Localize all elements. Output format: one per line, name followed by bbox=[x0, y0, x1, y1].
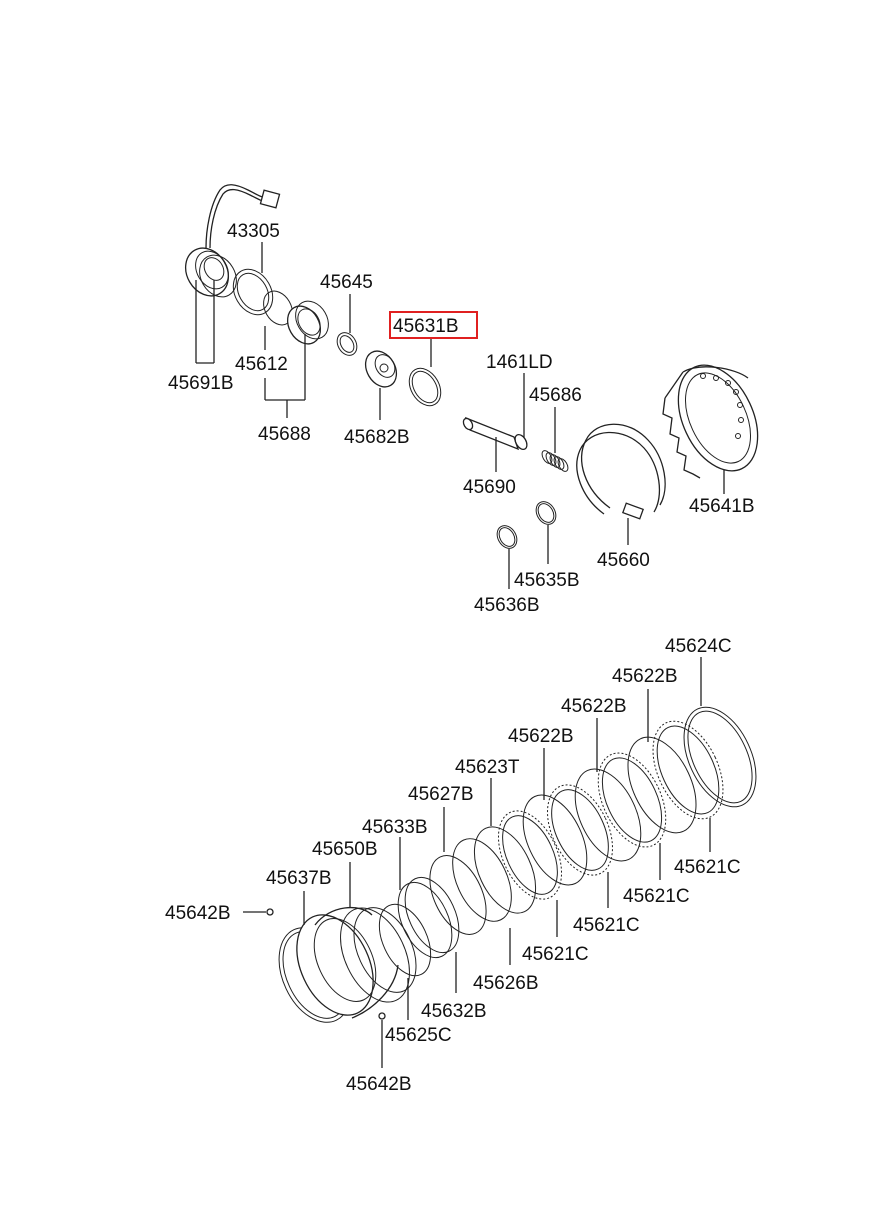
label-45621c-a[interactable]: 45621C bbox=[674, 857, 741, 878]
part-45645-drawing bbox=[336, 332, 358, 356]
label-45632b[interactable]: 45632B bbox=[421, 1001, 487, 1022]
label-45660[interactable]: 45660 bbox=[597, 550, 650, 571]
label-45625c[interactable]: 45625C bbox=[385, 1025, 452, 1046]
label-45622b-mid[interactable]: 45622B bbox=[561, 696, 627, 717]
label-45633b[interactable]: 45633B bbox=[362, 817, 428, 838]
sensor-wire-drawing bbox=[205, 184, 281, 249]
label-45641b[interactable]: 45641B bbox=[689, 496, 755, 517]
label-45612[interactable]: 45612 bbox=[235, 354, 288, 375]
label-45682b[interactable]: 45682B bbox=[344, 427, 410, 448]
label-45642b-top[interactable]: 45642B bbox=[165, 903, 231, 924]
label-45631b[interactable]: 45631B bbox=[393, 316, 459, 337]
part-45631b-drawing bbox=[408, 367, 442, 407]
label-45622b-low[interactable]: 45622B bbox=[508, 726, 574, 747]
part-45660-drawing bbox=[576, 423, 666, 520]
label-45686[interactable]: 45686 bbox=[529, 385, 582, 406]
part-45688-drawing bbox=[286, 300, 329, 345]
label-45690[interactable]: 45690 bbox=[463, 477, 516, 498]
label-45645[interactable]: 45645 bbox=[320, 272, 373, 293]
upper-leader-lines bbox=[195, 242, 725, 589]
part-45636b-drawing bbox=[496, 525, 518, 549]
label-45621c-b[interactable]: 45621C bbox=[623, 886, 690, 907]
label-45688[interactable]: 45688 bbox=[258, 424, 311, 445]
label-45623t[interactable]: 45623T bbox=[455, 757, 520, 778]
label-45691b[interactable]: 45691B bbox=[168, 373, 234, 394]
label-45624c[interactable]: 45624C bbox=[665, 636, 732, 657]
part-45690-drawing bbox=[462, 416, 528, 451]
label-1461ld[interactable]: 1461LD bbox=[486, 352, 553, 373]
part-45641b-drawing bbox=[662, 364, 759, 479]
part-45682b-drawing bbox=[364, 350, 398, 388]
part-45612-drawing bbox=[263, 290, 293, 326]
lower-leader-lines bbox=[303, 657, 711, 1068]
label-45627b[interactable]: 45627B bbox=[408, 784, 474, 805]
part-45691b-drawing bbox=[184, 247, 237, 298]
label-45626b[interactable]: 45626B bbox=[473, 973, 539, 994]
part-43305-drawing bbox=[232, 268, 274, 316]
label-45650b[interactable]: 45650B bbox=[312, 839, 378, 860]
label-45621c-d[interactable]: 45621C bbox=[522, 944, 589, 965]
part-45635b-drawing bbox=[535, 501, 557, 525]
part-labels: 43305 45645 45631B 1461LD 45612 45691B 4… bbox=[165, 221, 755, 1095]
highlight-box-45631b bbox=[389, 311, 478, 339]
label-45621c-c[interactable]: 45621C bbox=[573, 915, 640, 936]
part-45686-drawing bbox=[541, 450, 569, 472]
label-45622b-top[interactable]: 45622B bbox=[612, 666, 678, 687]
label-45642b-bottom[interactable]: 45642B bbox=[346, 1074, 412, 1095]
clutch-pack-drawing bbox=[243, 706, 757, 1023]
label-45637b[interactable]: 45637B bbox=[266, 868, 332, 889]
label-43305[interactable]: 43305 bbox=[227, 221, 280, 242]
label-45636b[interactable]: 45636B bbox=[474, 595, 540, 616]
label-45635b[interactable]: 45635B bbox=[514, 570, 580, 591]
